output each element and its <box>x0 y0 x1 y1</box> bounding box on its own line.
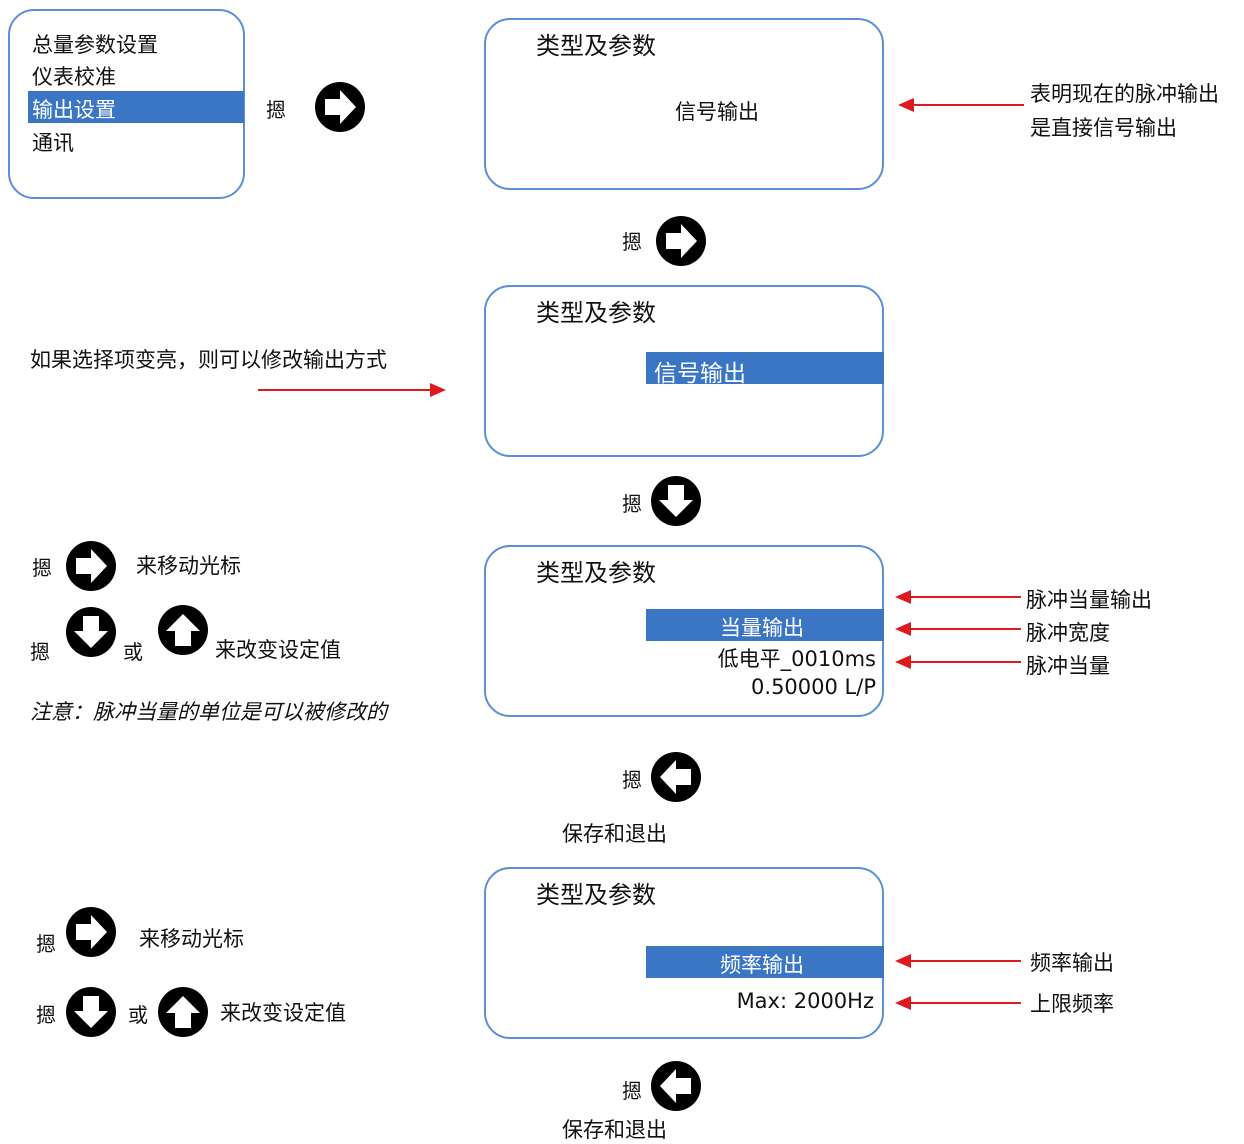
down-button-icon[interactable] <box>65 986 117 1038</box>
annotation-max-frequency: 上限频率 <box>1030 992 1114 1016</box>
annotation-equivalent-output: 脉冲当量输出 <box>1026 588 1152 612</box>
up-button-icon[interactable] <box>157 986 209 1038</box>
output-mode-selected[interactable]: 信号输出 <box>646 352 884 387</box>
or-label: 或 <box>123 640 143 664</box>
output-mode-selected-label: 频率输出 <box>720 953 804 977</box>
press-label: 摁 <box>622 1079 642 1103</box>
panel-equivalent-output: 类型及参数 当量输出 低电平_0010ms 0.50000 L/P <box>484 545 884 717</box>
press-label: 摁 <box>36 1003 56 1027</box>
right-button-icon[interactable] <box>314 81 366 133</box>
annotation-direct-signal-line2: 是直接信号输出 <box>1030 116 1177 140</box>
output-mode-selected-label: 当量输出 <box>720 616 804 640</box>
save-and-exit-label: 保存和退出 <box>562 1118 667 1142</box>
left-button-icon[interactable] <box>650 751 702 803</box>
annotation-arrow-1 <box>898 98 1024 112</box>
press-label: 摁 <box>622 492 642 516</box>
right-button-icon[interactable] <box>65 540 117 592</box>
annotation-frequency-output: 频率输出 <box>1030 951 1114 975</box>
max-frequency-value[interactable]: Max: 2000Hz <box>736 989 874 1013</box>
panel-signal-output: 类型及参数 信号输出 <box>484 18 884 190</box>
down-button-icon[interactable] <box>650 475 702 527</box>
pulse-width-value[interactable]: 低电平_0010ms <box>717 647 876 671</box>
right-button-icon[interactable] <box>655 215 707 267</box>
output-mode-value: 信号输出 <box>675 100 759 124</box>
menu-item-total-params[interactable]: 总量参数设置 <box>32 33 158 57</box>
help-change-value: 来改变设定值 <box>220 1001 346 1025</box>
menu-item-calibration[interactable]: 仪表校准 <box>32 65 116 89</box>
press-label: 摁 <box>622 230 642 254</box>
annotation-direct-signal-line1: 表明现在的脉冲输出 <box>1030 82 1219 106</box>
or-label: 或 <box>128 1003 148 1027</box>
menu-panel: 总量参数设置 仪表校准 输出设置 通讯 <box>8 9 245 199</box>
annotation-arrow-4b <box>895 996 1021 1010</box>
menu-item-output-settings-label: 输出设置 <box>32 98 116 122</box>
panel-title: 类型及参数 <box>536 299 656 327</box>
annotation-arrow-4a <box>895 954 1021 968</box>
annotation-highlight-note: 如果选择项变亮，则可以修改输出方式 <box>30 348 387 372</box>
press-label: 摁 <box>32 556 52 580</box>
help-move-cursor: 来移动光标 <box>136 554 241 578</box>
right-button-icon[interactable] <box>65 906 117 958</box>
panel-title: 类型及参数 <box>536 32 656 60</box>
annotation-arrow-3c <box>895 655 1021 669</box>
annotation-arrow-3a <box>895 590 1021 604</box>
annotation-pulse-equivalent: 脉冲当量 <box>1026 654 1110 678</box>
press-label: 摁 <box>622 768 642 792</box>
press-label: 摁 <box>266 98 286 122</box>
annotation-arrow-3b <box>895 622 1021 636</box>
up-button-icon[interactable] <box>157 604 209 656</box>
press-label: 摁 <box>36 932 56 956</box>
annotation-arrow-2 <box>258 383 446 397</box>
save-and-exit-label: 保存和退出 <box>562 822 667 846</box>
press-label: 摁 <box>30 640 50 664</box>
left-button-icon[interactable] <box>650 1060 702 1112</box>
panel-title: 类型及参数 <box>536 559 656 587</box>
help-change-value: 来改变设定值 <box>215 638 341 662</box>
panel-frequency-output: 类型及参数 频率输出 Max: 2000Hz <box>484 867 884 1039</box>
pulse-equivalent-value[interactable]: 0.50000 L/P <box>751 675 876 699</box>
annotation-pulse-width: 脉冲宽度 <box>1026 621 1110 645</box>
output-mode-selected-label: 信号输出 <box>654 361 746 387</box>
help-move-cursor: 来移动光标 <box>139 927 244 951</box>
output-mode-selected[interactable]: 频率输出 <box>646 946 884 978</box>
panel-title: 类型及参数 <box>536 881 656 909</box>
menu-item-communication[interactable]: 通讯 <box>32 131 74 155</box>
down-button-icon[interactable] <box>65 606 117 658</box>
output-mode-selected[interactable]: 当量输出 <box>646 609 884 641</box>
menu-item-output-settings[interactable]: 输出设置 <box>28 91 244 123</box>
note-unit-editable: 注意：脉冲当量的单位是可以被修改的 <box>30 700 387 724</box>
panel-signal-output-selected: 类型及参数 信号输出 <box>484 285 884 457</box>
